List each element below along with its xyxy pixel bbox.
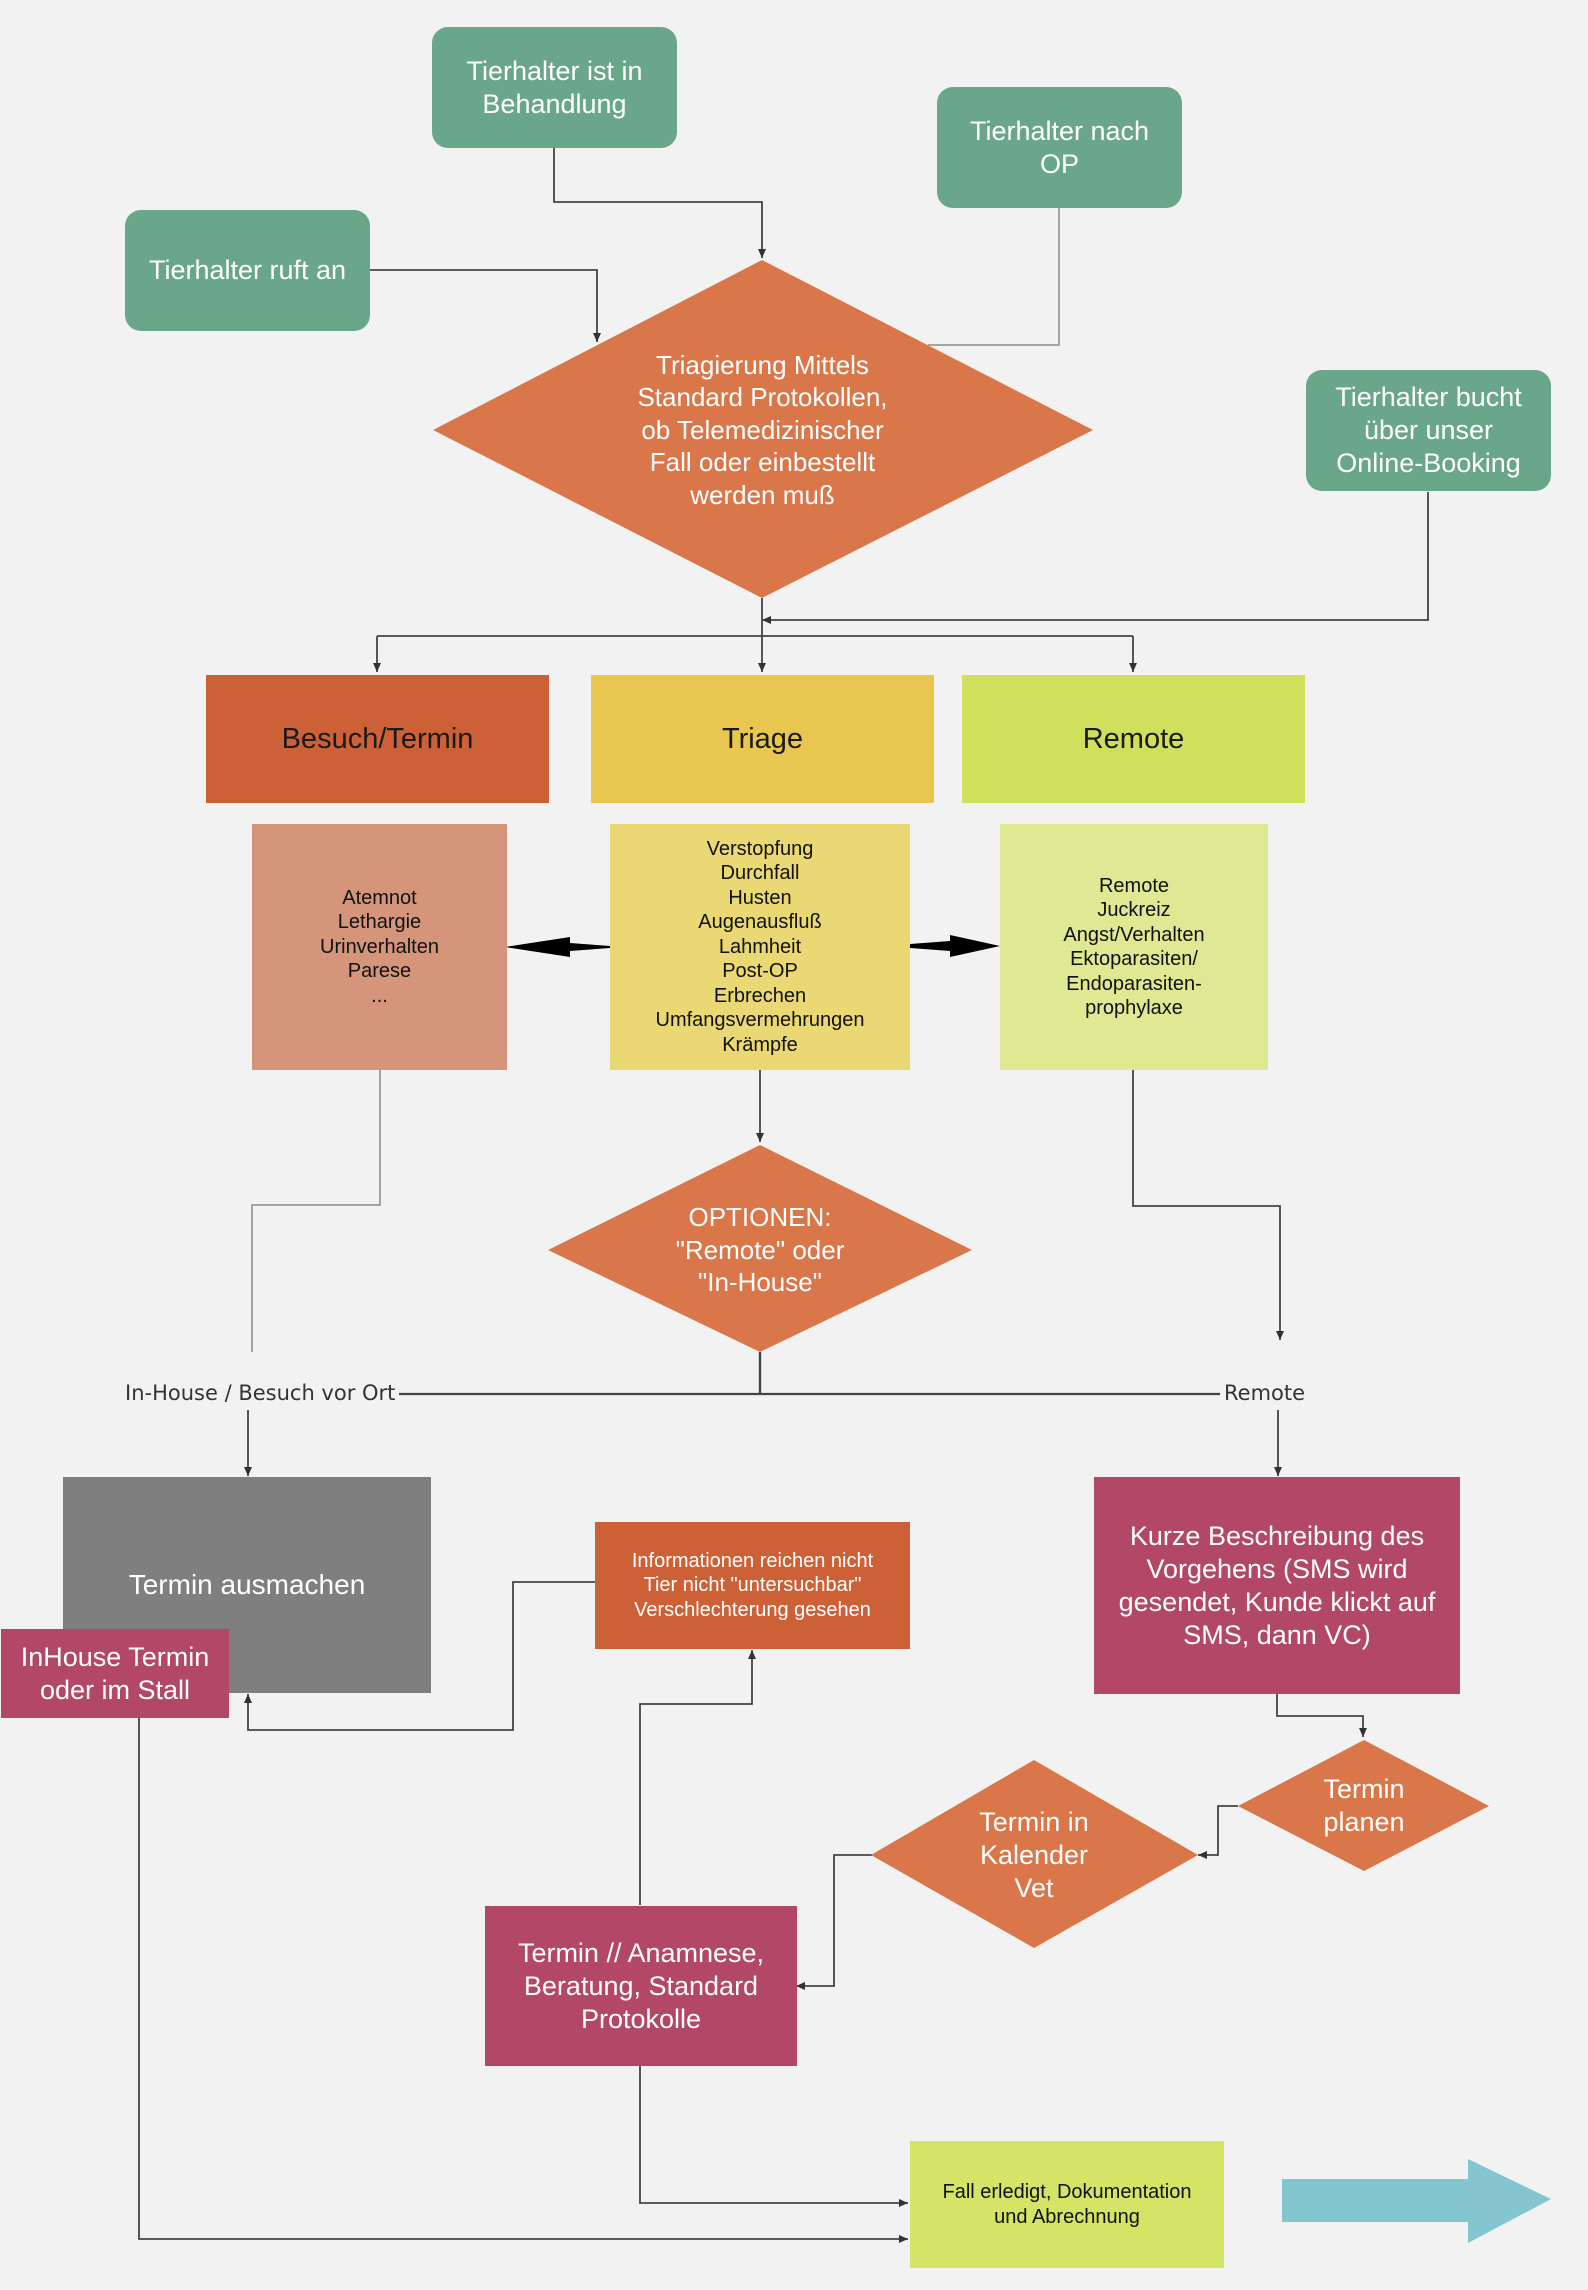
- branch-label-inhouse: In-House / Besuch vor Ort: [121, 1381, 400, 1405]
- start-nach-op: Tierhalter nach OP: [937, 87, 1182, 208]
- symptom-list-triage: Verstopfung Durchfall Husten Augenausflu…: [610, 824, 910, 1070]
- connector-anamnese-to-fall: [639, 2066, 908, 2207]
- category-besuch-termin: Besuch/Termin: [206, 675, 549, 803]
- inhouse-termin-box: InHouse Termin oder im Stall: [1, 1629, 229, 1718]
- connector-behandlung-to-triage: [553, 148, 766, 258]
- connector-kurze-to-planen: [1276, 1694, 1367, 1737]
- connector-kalender-to-anamnese: [796, 1854, 872, 1990]
- arrow-triage-to-besuch: [505, 937, 610, 957]
- triage-decision-diamond: [433, 260, 1093, 598]
- start-online-booking: Tierhalter bucht über unser Online-Booki…: [1306, 370, 1551, 491]
- branch-label-remote: Remote: [1220, 1381, 1310, 1405]
- category-triage: Triage: [591, 675, 934, 803]
- start-ruft-an: Tierhalter ruft an: [125, 210, 370, 331]
- connector-remote-list-down: [1132, 1070, 1284, 1340]
- arrow-triage-to-remote: [910, 935, 1000, 957]
- connector-nachop-to-triage: [928, 208, 1060, 346]
- symptom-list-remote: Remote Juckreiz Angst/Verhalten Ektopara…: [1000, 824, 1268, 1070]
- connector-info-to-termin: [244, 1581, 595, 1731]
- connector-anamnese-to-info: [639, 1650, 756, 1905]
- termin-planen-diamond: [1238, 1740, 1489, 1871]
- right-arrow-icon: [1282, 2159, 1551, 2243]
- connector-ruftan-to-triage: [370, 269, 601, 342]
- category-remote: Remote: [962, 675, 1305, 803]
- termin-kalender-diamond: [871, 1760, 1198, 1948]
- fall-erledigt-box: Fall erledigt, Dokumentation und Abrechn…: [910, 2141, 1224, 2268]
- termin-planen-label: Termin planen: [1323, 1774, 1405, 1837]
- termin-anamnese-box: Termin // Anamnese, Beratung, Standard P…: [485, 1906, 797, 2066]
- symptom-list-besuch: Atemnot Lethargie Urinverhalten Parese .…: [252, 824, 507, 1070]
- kurze-beschreibung-box: Kurze Beschreibung des Vorgehens (SMS wi…: [1094, 1477, 1460, 1694]
- info-nicht-ausreichend-box: Informationen reichen nicht Tier nicht "…: [595, 1522, 910, 1649]
- connector-online-to-split: [762, 492, 1429, 624]
- termin-kalender-label: Termin in Kalender Vet: [979, 1806, 1089, 1903]
- options-decision-label: OPTIONEN: "Remote" oder "In-House": [675, 1202, 845, 1298]
- connector-planen-to-kalender: [1198, 1805, 1238, 1859]
- connector-besuch-list-down: [251, 1070, 381, 1352]
- connector-inhouse-to-fall: [138, 1718, 908, 2243]
- options-decision-diamond: [548, 1145, 972, 1352]
- start-in-behandlung: Tierhalter ist in Behandlung: [432, 27, 677, 148]
- triage-decision-label: Triagierung Mittels Standard Protokollen…: [637, 349, 888, 510]
